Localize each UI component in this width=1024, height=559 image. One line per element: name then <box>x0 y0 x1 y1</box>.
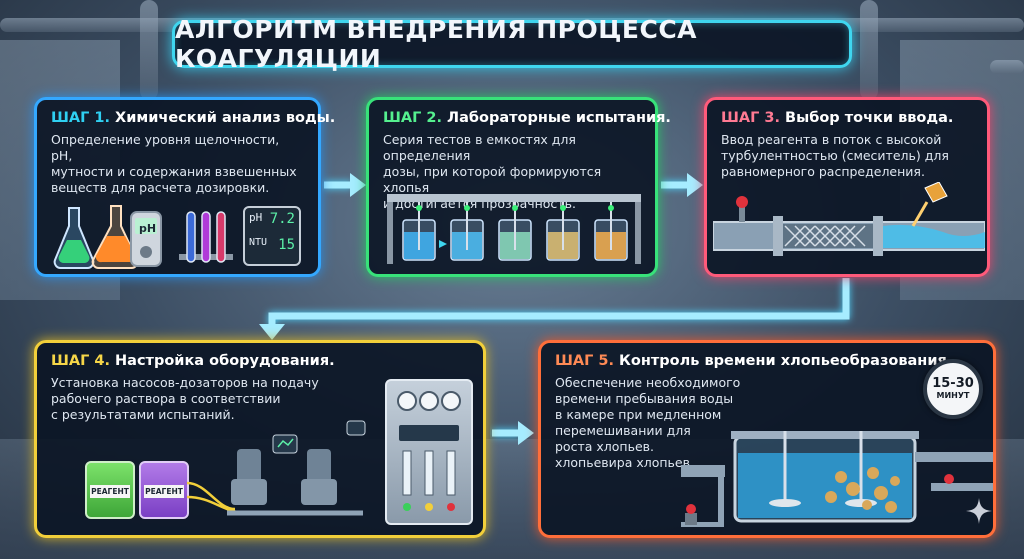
step-card-4: ШАГ 4.Настройка оборудования. Установка … <box>34 340 486 538</box>
background-pipe <box>860 0 878 100</box>
step-card-2: ШАГ 2.Лабораторные испытания. Серия тест… <box>366 97 671 277</box>
timer-unit: МИНУТ <box>936 391 970 400</box>
display-ph-value: 7.2 <box>269 211 295 227</box>
jar-test-icon <box>387 194 641 264</box>
page-title: АЛГОРИТМ ВНЕДРЕНИЯ ПРОЦЕССА КОАГУЛЯЦИИ <box>175 15 698 73</box>
step-description: Обеспечение необходимого времени пребыва… <box>555 375 741 470</box>
step-description: Ввод реагента в поток с высокой турбулен… <box>721 132 949 179</box>
sparkle-icon <box>966 498 992 524</box>
reagent-canister: РЕАГЕНТ <box>139 461 189 519</box>
water-analyzer-display: pH 7.2 NTU 15 <box>243 206 301 266</box>
dosing-pump-icon <box>187 420 366 516</box>
arrow-step4-to-step5 <box>492 421 534 445</box>
display-ntu-value: 15 <box>278 237 295 253</box>
step-title: Контроль времени хлопьеобразования. <box>619 353 953 369</box>
step-title: Выбор точки ввода. <box>785 110 954 126</box>
flocculation-tank-icon <box>681 431 993 527</box>
step-label: ШАГ 4. <box>51 353 111 369</box>
lab-flask-icon <box>53 205 139 269</box>
arrow-step2-to-step3 <box>661 173 703 197</box>
step-heading: ШАГ 2.Лабораторные испытания. <box>383 110 671 126</box>
test-tubes-icon <box>179 211 233 263</box>
step-description: Серия тестов в емкостях для определения … <box>383 132 602 211</box>
arrow-step1-to-step2 <box>324 173 366 197</box>
step-card-5: ШАГ 5.Контроль времени хлопьеобразования… <box>538 340 996 538</box>
background-pipe <box>140 0 158 100</box>
step-heading: ШАГ 4.Настройка оборудования. <box>51 353 469 369</box>
display-ph-label: pH <box>249 211 263 224</box>
control-panel-icon <box>385 379 473 525</box>
step-label: ШАГ 1. <box>51 110 111 126</box>
step-label: ШАГ 3. <box>721 110 781 126</box>
page-title-box: АЛГОРИТМ ВНЕДРЕНИЯ ПРОЦЕССА КОАГУЛЯЦИИ <box>172 15 852 73</box>
static-mixer-icon <box>713 182 985 256</box>
reagent-canister-label: РЕАГЕНТ <box>90 485 130 498</box>
step-label: ШАГ 5. <box>555 353 615 369</box>
step-label: ШАГ 2. <box>383 110 443 126</box>
step-heading: ШАГ 3.Выбор точки ввода. <box>721 110 973 126</box>
timer-icon: 15-30 МИНУТ <box>923 359 983 419</box>
ph-meter-label: pH <box>139 222 157 235</box>
step-heading: ШАГ 5.Контроль времени хлопьеобразования… <box>555 353 979 369</box>
step-heading: ШАГ 1.Химический анализ воды. <box>51 110 335 126</box>
reagent-canister: РЕАГЕНТ <box>85 461 135 519</box>
step-title: Настройка оборудования. <box>115 353 335 369</box>
step-description: Установка насосов-дозаторов на подачу ра… <box>51 375 319 422</box>
step-card-3: ШАГ 3.Выбор точки ввода. Ввод реагента в… <box>704 97 990 277</box>
step-description: Определение уровня щелочности, pH, мутно… <box>51 132 297 195</box>
background-pipe <box>990 60 1024 74</box>
reagent-canister-label: РЕАГЕНТ <box>144 485 184 498</box>
display-ntu-label: NTU <box>249 237 268 248</box>
ph-meter-icon <box>130 211 162 267</box>
step-card-1: ШАГ 1.Химический анализ воды. Определени… <box>34 97 335 277</box>
step-title: Лабораторные испытания. <box>447 110 671 126</box>
arrow-step3-to-step4 <box>259 278 850 340</box>
timer-value: 15-30 <box>932 376 974 391</box>
step-title: Химический анализ воды. <box>115 110 336 126</box>
